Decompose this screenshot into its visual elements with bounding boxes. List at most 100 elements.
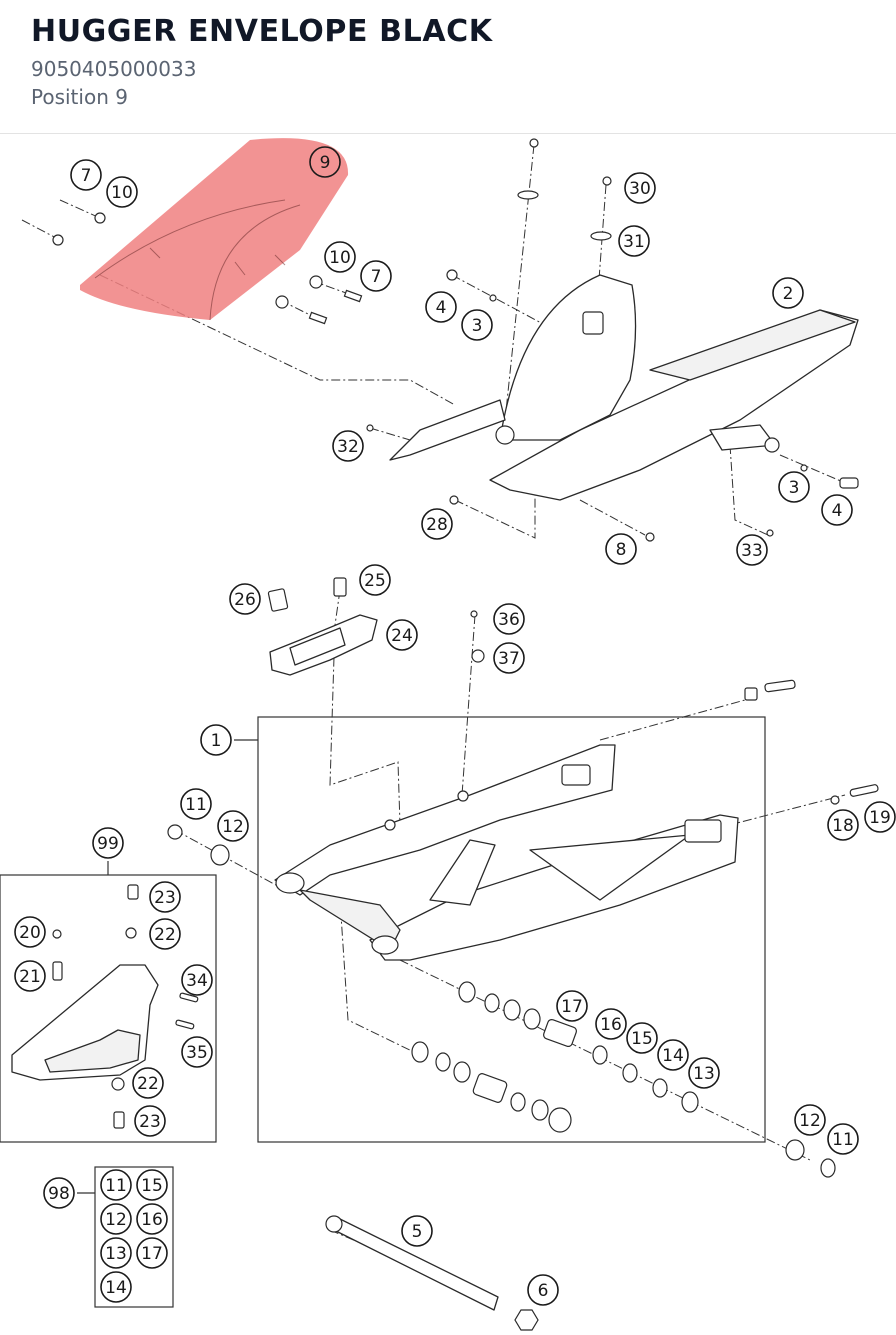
callout-label: 31 (623, 232, 645, 252)
callout-label: 6 (538, 1281, 549, 1301)
callout-7[interactable]: 7 (360, 260, 392, 292)
callout-label: 11 (832, 1130, 854, 1150)
callout-5[interactable]: 5 (401, 1215, 433, 1247)
callout-18[interactable]: 18 (827, 809, 859, 841)
hugger-highlight-shape[interactable] (80, 138, 349, 320)
callout-label: 21 (19, 967, 41, 987)
callout-16[interactable]: 16 (595, 1008, 627, 1040)
hugger-envelope-part[interactable] (80, 138, 349, 321)
fender-hardware (366, 138, 859, 542)
callout-6[interactable]: 6 (527, 1274, 559, 1306)
callout-label: 4 (436, 298, 447, 318)
callout-label: 3 (789, 478, 800, 498)
callout-label: 26 (234, 590, 256, 610)
callout-13[interactable]: 13 (100, 1237, 132, 1269)
part-number: 9050405000033 (31, 57, 197, 81)
callout-37[interactable]: 37 (493, 642, 525, 674)
swingarm-hardware (167, 679, 879, 866)
callout-11[interactable]: 11 (180, 788, 212, 820)
callout-label: 99 (97, 834, 119, 854)
callout-99[interactable]: 99 (92, 827, 124, 859)
callout-28[interactable]: 28 (421, 508, 453, 540)
callout-30[interactable]: 30 (624, 172, 656, 204)
callout-label: 4 (832, 501, 843, 521)
callout-36[interactable]: 36 (493, 603, 525, 635)
callout-21[interactable]: 21 (14, 960, 46, 992)
callout-3[interactable]: 3 (778, 471, 810, 503)
callout-label: 37 (498, 649, 520, 669)
callout-22[interactable]: 22 (149, 918, 181, 950)
callout-20[interactable]: 20 (14, 916, 46, 948)
swingarm-assembly-box (257, 716, 766, 1143)
callout-33[interactable]: 33 (736, 534, 768, 566)
hugger-fasteners (52, 212, 363, 325)
callout-label: 7 (371, 267, 382, 287)
callout-14[interactable]: 14 (657, 1039, 689, 1071)
callout-label: 16 (141, 1210, 163, 1230)
callout-label: 13 (105, 1244, 127, 1264)
callout-34[interactable]: 34 (181, 964, 213, 996)
callout-24[interactable]: 24 (386, 619, 418, 651)
callout-label: 17 (561, 997, 583, 1017)
rear-fender-part (389, 274, 859, 501)
callout-label: 35 (186, 1043, 208, 1063)
callout-15[interactable]: 15 (626, 1022, 658, 1054)
callout-label: 20 (19, 923, 41, 943)
callout-23[interactable]: 23 (149, 881, 181, 913)
callout-12[interactable]: 12 (100, 1203, 132, 1235)
callout-11[interactable]: 11 (827, 1123, 859, 1155)
callout-8[interactable]: 8 (605, 533, 637, 565)
callout-11[interactable]: 11 (100, 1169, 132, 1201)
callout-label: 12 (222, 817, 244, 837)
callout-label: 15 (631, 1029, 653, 1049)
callout-label: 10 (111, 183, 133, 203)
callout-4[interactable]: 4 (425, 291, 457, 323)
callout-label: 2 (783, 284, 794, 304)
callout-16[interactable]: 16 (136, 1203, 168, 1235)
callout-label: 34 (186, 971, 208, 991)
callout-13[interactable]: 13 (688, 1057, 720, 1089)
callout-label: 8 (616, 540, 627, 560)
callout-31[interactable]: 31 (618, 225, 650, 257)
callout-7[interactable]: 7 (70, 159, 102, 191)
callout-98[interactable]: 98 (43, 1177, 75, 1209)
callout-label: 28 (426, 515, 448, 535)
callout-17[interactable]: 17 (136, 1237, 168, 1269)
callout-label: 33 (741, 541, 763, 561)
callout-23[interactable]: 23 (134, 1105, 166, 1137)
callout-32[interactable]: 32 (332, 430, 364, 462)
callout-4[interactable]: 4 (821, 494, 853, 526)
callout-label: 10 (329, 248, 351, 268)
callout-label: 13 (693, 1064, 715, 1084)
callout-label: 24 (391, 626, 413, 646)
callout-14[interactable]: 14 (100, 1271, 132, 1303)
part-position: Position 9 (31, 85, 128, 109)
callout-label: 15 (141, 1176, 163, 1196)
callout-label: 19 (869, 808, 891, 828)
callout-label: 16 (600, 1015, 622, 1035)
swingarm-axle-part (325, 1215, 539, 1331)
callout-10[interactable]: 10 (324, 241, 356, 273)
callout-15[interactable]: 15 (136, 1169, 168, 1201)
callout-35[interactable]: 35 (181, 1036, 213, 1068)
callout-label: 22 (137, 1074, 159, 1094)
callout-25[interactable]: 25 (359, 564, 391, 596)
callout-19[interactable]: 19 (864, 801, 896, 833)
callout-label: 12 (105, 1210, 127, 1230)
callout-3[interactable]: 3 (461, 309, 493, 341)
callout-17[interactable]: 17 (556, 990, 588, 1022)
callout-1[interactable]: 1 (200, 724, 232, 756)
callout-9[interactable]: 9 (309, 146, 341, 178)
callout-label: 14 (105, 1278, 127, 1298)
callout-2[interactable]: 2 (772, 277, 804, 309)
callout-12[interactable]: 12 (217, 810, 249, 842)
callout-label: 3 (472, 316, 483, 336)
callout-22[interactable]: 22 (132, 1067, 164, 1099)
callout-12[interactable]: 12 (794, 1104, 826, 1136)
callout-26[interactable]: 26 (229, 583, 261, 615)
kit-98-box (94, 1166, 174, 1308)
callout-10[interactable]: 10 (106, 176, 138, 208)
callout-label: 98 (48, 1184, 70, 1204)
